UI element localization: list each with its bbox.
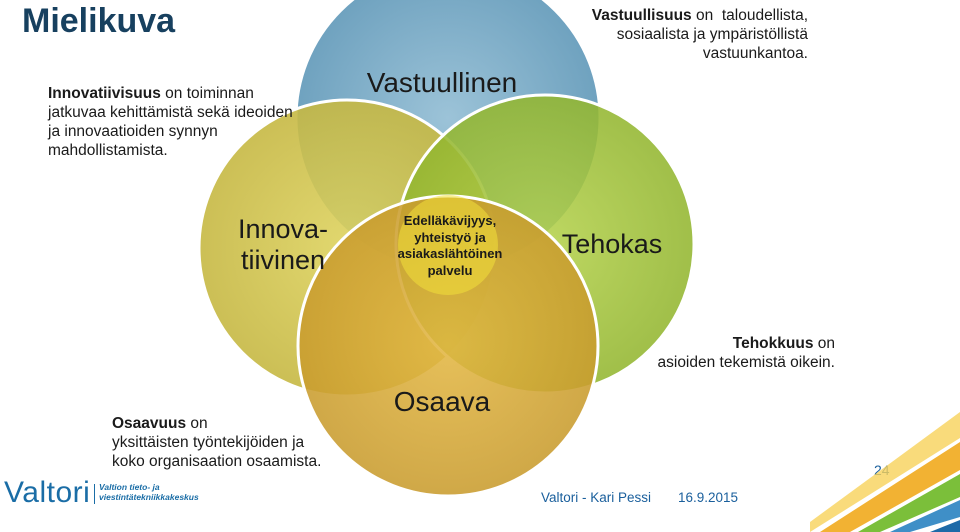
text-vastuullisuus-3: vastuunkantoa. [702,45,808,62]
logo-subtitle: Valtion tieto- ja viestintätekniikkakesk… [99,482,199,502]
text-osaavuus-1: on [186,415,208,432]
valtori-logo: Valtori [4,476,91,509]
center-line2: yhteistyö ja [414,230,486,245]
center-line3: asiakaslähtöinen [398,246,503,261]
note-osaavuus: Osaavuus on yksittäisten työntekijöiden … [112,414,352,471]
term-innovatiivisuus: Innovatiivisuus [48,85,161,102]
text-osaavuus-2: yksittäisten työntekijöiden ja [112,434,305,451]
term-tehokkuus: Tehokkuus [732,335,814,352]
center-highlight [398,195,498,295]
text-vastuullisuus-1: on taloudellista, [691,7,808,24]
logo-sub-line1: Valtion tieto- ja [99,482,160,492]
term-vastuullisuus: Vastuullisuus [591,7,692,24]
label-tehokas: Tehokas [562,229,663,259]
center-line4: palvelu [428,263,473,278]
label-osaava: Osaava [394,386,491,417]
note-innovatiivisuus: Innovatiivisuus on toiminnan jatkuvaa ke… [48,84,298,160]
label-vastuullinen: Vastuullinen [367,67,517,98]
footer-author: Valtori - Kari Pessi [541,490,652,505]
text-vastuullisuus-2: sosiaalista ja ympäristöllistä [616,26,808,43]
text-tehokkuus-2: asioiden tekemistä oikein. [657,354,836,371]
text-osaavuus-3: koko organisaation osaamista. [112,453,322,470]
label-innova-line1: Innova- [238,214,328,244]
decorative-rays-graphic [810,412,960,532]
label-innova-line2: tiivinen [241,245,325,275]
center-line1: Edelläkävijyys, [404,213,497,228]
text-innovatiivisuus: on toiminnan jatkuvaa kehittämistä sekä … [48,85,293,159]
logo-divider [94,484,95,504]
note-vastuullisuus: Vastuullisuus on taloudellista, sosiaali… [538,6,808,63]
note-tehokkuus: Tehokkuus on asioiden tekemistä oikein. [560,334,836,372]
term-osaavuus: Osaavuus [112,415,187,432]
slide-title: Mielikuva [22,2,176,40]
footer-date: 16.9.2015 [678,490,739,505]
text-tehokkuus-1: on [813,335,835,352]
logo-sub-line2: viestintätekniikkakeskus [99,492,199,502]
